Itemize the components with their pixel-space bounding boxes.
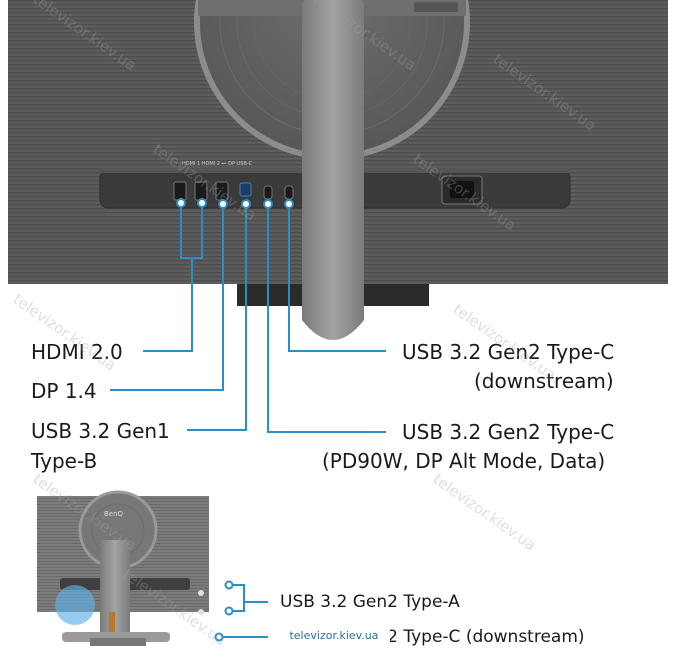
label-usbc-up-line1: USB 3.2 Gen2 Type-C — [402, 420, 615, 444]
hdmi-port-1 — [173, 181, 187, 201]
usbc-port-2 — [284, 185, 294, 200]
side-callouts — [223, 584, 268, 638]
label-hdmi: HDMI 2.0 — [31, 340, 123, 364]
dp-port — [215, 181, 229, 201]
callout-lines — [110, 204, 386, 433]
callout-dots — [176, 198, 294, 209]
usb-b-port — [239, 182, 252, 197]
usbc-port-1 — [263, 185, 273, 200]
label-dp: DP 1.4 — [31, 379, 97, 403]
label-usbc-up-line2: (PD90W, DP Alt Mode, Data) — [322, 449, 606, 473]
label-side-usb-a: USB 3.2 Gen2 Type-A — [280, 592, 460, 612]
svg-text:HDMI 1 HDMI 2 ⊷ DP USB: HDMI 1 HDMI 2 ⊷ DP USB-C — [182, 161, 253, 167]
highlight-circle — [55, 585, 95, 625]
monitor-thumbnail: BenQ — [37, 490, 209, 646]
label-usb-b-line2: Type-B — [31, 449, 98, 473]
label-usb-b-line1: USB 3.2 Gen1 — [31, 419, 170, 443]
monitor-back-closeup: HDMI 1 HDMI 2 ⊷ DP USB-C — [8, 0, 668, 358]
watermark-tag: televizor.kiev.ua — [278, 626, 390, 646]
label-usbc-down-line2: (downstream) — [474, 369, 614, 393]
brand-logo: BenQ — [104, 510, 124, 518]
hdmi-port-2 — [194, 181, 208, 201]
label-usbc-down-line1: USB 3.2 Gen2 Type-C — [402, 340, 615, 364]
stand-neck — [302, 0, 364, 355]
